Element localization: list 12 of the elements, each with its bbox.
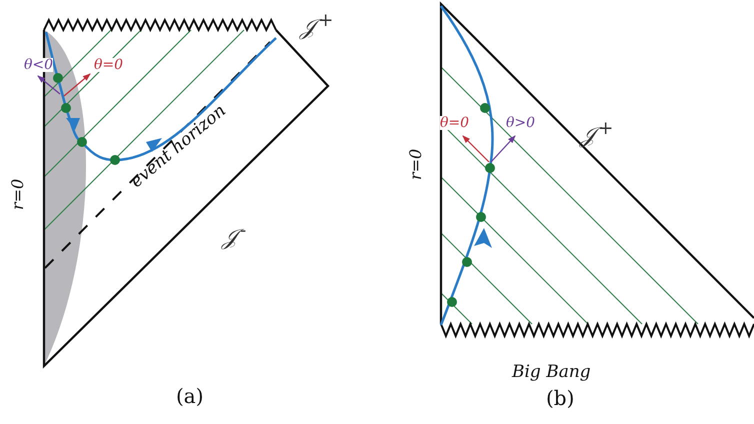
panel-label: (a) bbox=[176, 386, 204, 406]
expansion-label: θ<0 bbox=[24, 58, 54, 72]
axis-label: r=0 bbox=[10, 178, 26, 210]
axis-label: r=0 bbox=[408, 148, 424, 180]
infinity-label: 𝒥$^{+}$ bbox=[300, 12, 334, 40]
infinity-label: 𝒥$^{+}$ bbox=[580, 120, 614, 148]
panel-label: (b) bbox=[546, 388, 574, 408]
expansion-label: θ>0 bbox=[506, 116, 536, 130]
boundary-label: Big Bang bbox=[512, 364, 591, 381]
expansion-label: θ=0 bbox=[440, 116, 470, 130]
expansion-label: θ=0 bbox=[94, 58, 124, 72]
infinity-label: 𝒥$^{-}$ bbox=[222, 222, 246, 250]
